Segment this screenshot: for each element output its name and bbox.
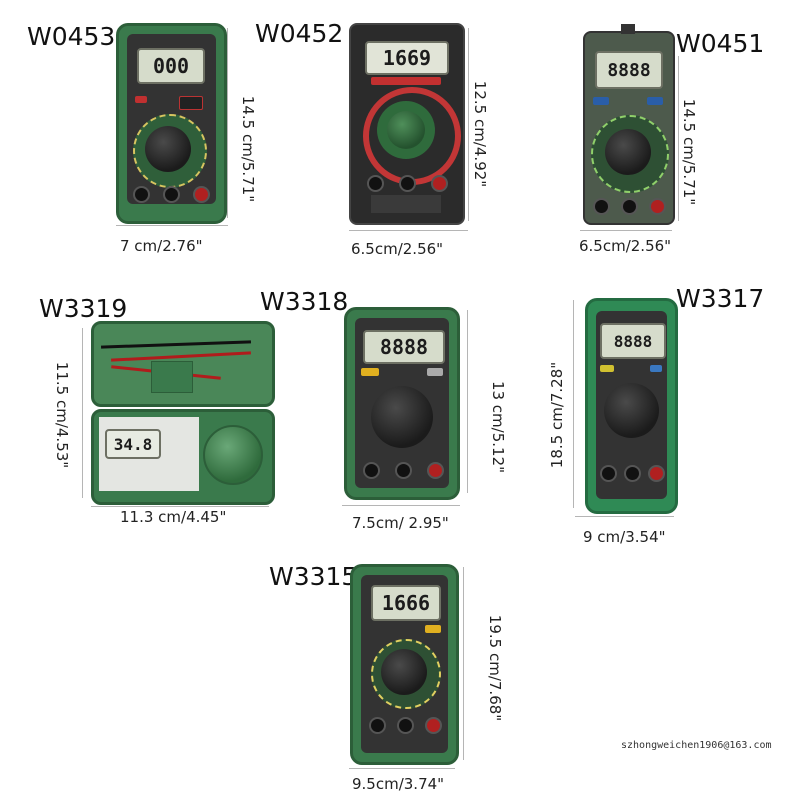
rotary-dial [381, 649, 427, 695]
height-dimension: 14.5 cm/5.71" [239, 95, 257, 203]
rotary-dial [604, 383, 659, 438]
lcd-display: 1666 [371, 585, 441, 621]
model-label: W3315 [269, 562, 358, 591]
model-label: W3319 [39, 294, 128, 323]
height-dimension: 14.5 cm/5.71" [680, 98, 698, 206]
width-dimension: 9.5cm/3.74" [352, 775, 445, 793]
rotary-dial [371, 386, 433, 448]
model-label: W3318 [260, 287, 349, 316]
height-dimension: 18.5 cm/7.28" [548, 361, 566, 469]
lcd-display: 8888 [363, 330, 445, 364]
model-label: W0453 [27, 22, 116, 51]
rotary-dial [145, 126, 191, 172]
lcd-display: 000 [137, 48, 205, 84]
width-dimension: 11.3 cm/4.45" [120, 508, 227, 526]
multimeter-w3319: 34.8 [91, 321, 275, 505]
width-dimension: 6.5cm/2.56" [579, 237, 672, 255]
lcd-display: 8888 [595, 51, 663, 89]
model-label: W0452 [255, 19, 344, 48]
rotary-dial [387, 111, 425, 149]
height-dimension: 19.5 cm/7.68" [486, 614, 504, 722]
width-dimension: 6.5cm/2.56" [351, 240, 444, 258]
lcd-display: 8888 [600, 323, 666, 359]
multimeter-w0451: 8888 [583, 24, 675, 225]
width-dimension: 7 cm/2.76" [120, 237, 203, 255]
lcd-display: 1669 [365, 41, 449, 75]
width-dimension: 7.5cm/ 2.95" [352, 514, 449, 532]
model-label: W0451 [676, 29, 765, 58]
multimeter-w3315: 1666 [350, 564, 459, 765]
multimeter-w3318: 8888 [344, 307, 460, 500]
watermark-text: szhongweichen1906@163.com [621, 740, 772, 751]
rotary-dial [605, 129, 651, 175]
multimeter-w0453: 000 [116, 23, 227, 224]
model-label: W3317 [676, 284, 765, 313]
rotary-dial [203, 425, 263, 485]
lcd-display: 34.8 [105, 429, 161, 459]
multimeter-w3317: 8888 [585, 298, 678, 514]
height-dimension: 12.5 cm/4.92" [471, 80, 489, 188]
width-dimension: 9 cm/3.54" [583, 528, 666, 546]
height-dimension: 13 cm/5.12" [489, 380, 507, 474]
multimeter-w0452: 1669 [349, 23, 465, 225]
height-dimension: 11.5 cm/4.53" [53, 361, 71, 469]
